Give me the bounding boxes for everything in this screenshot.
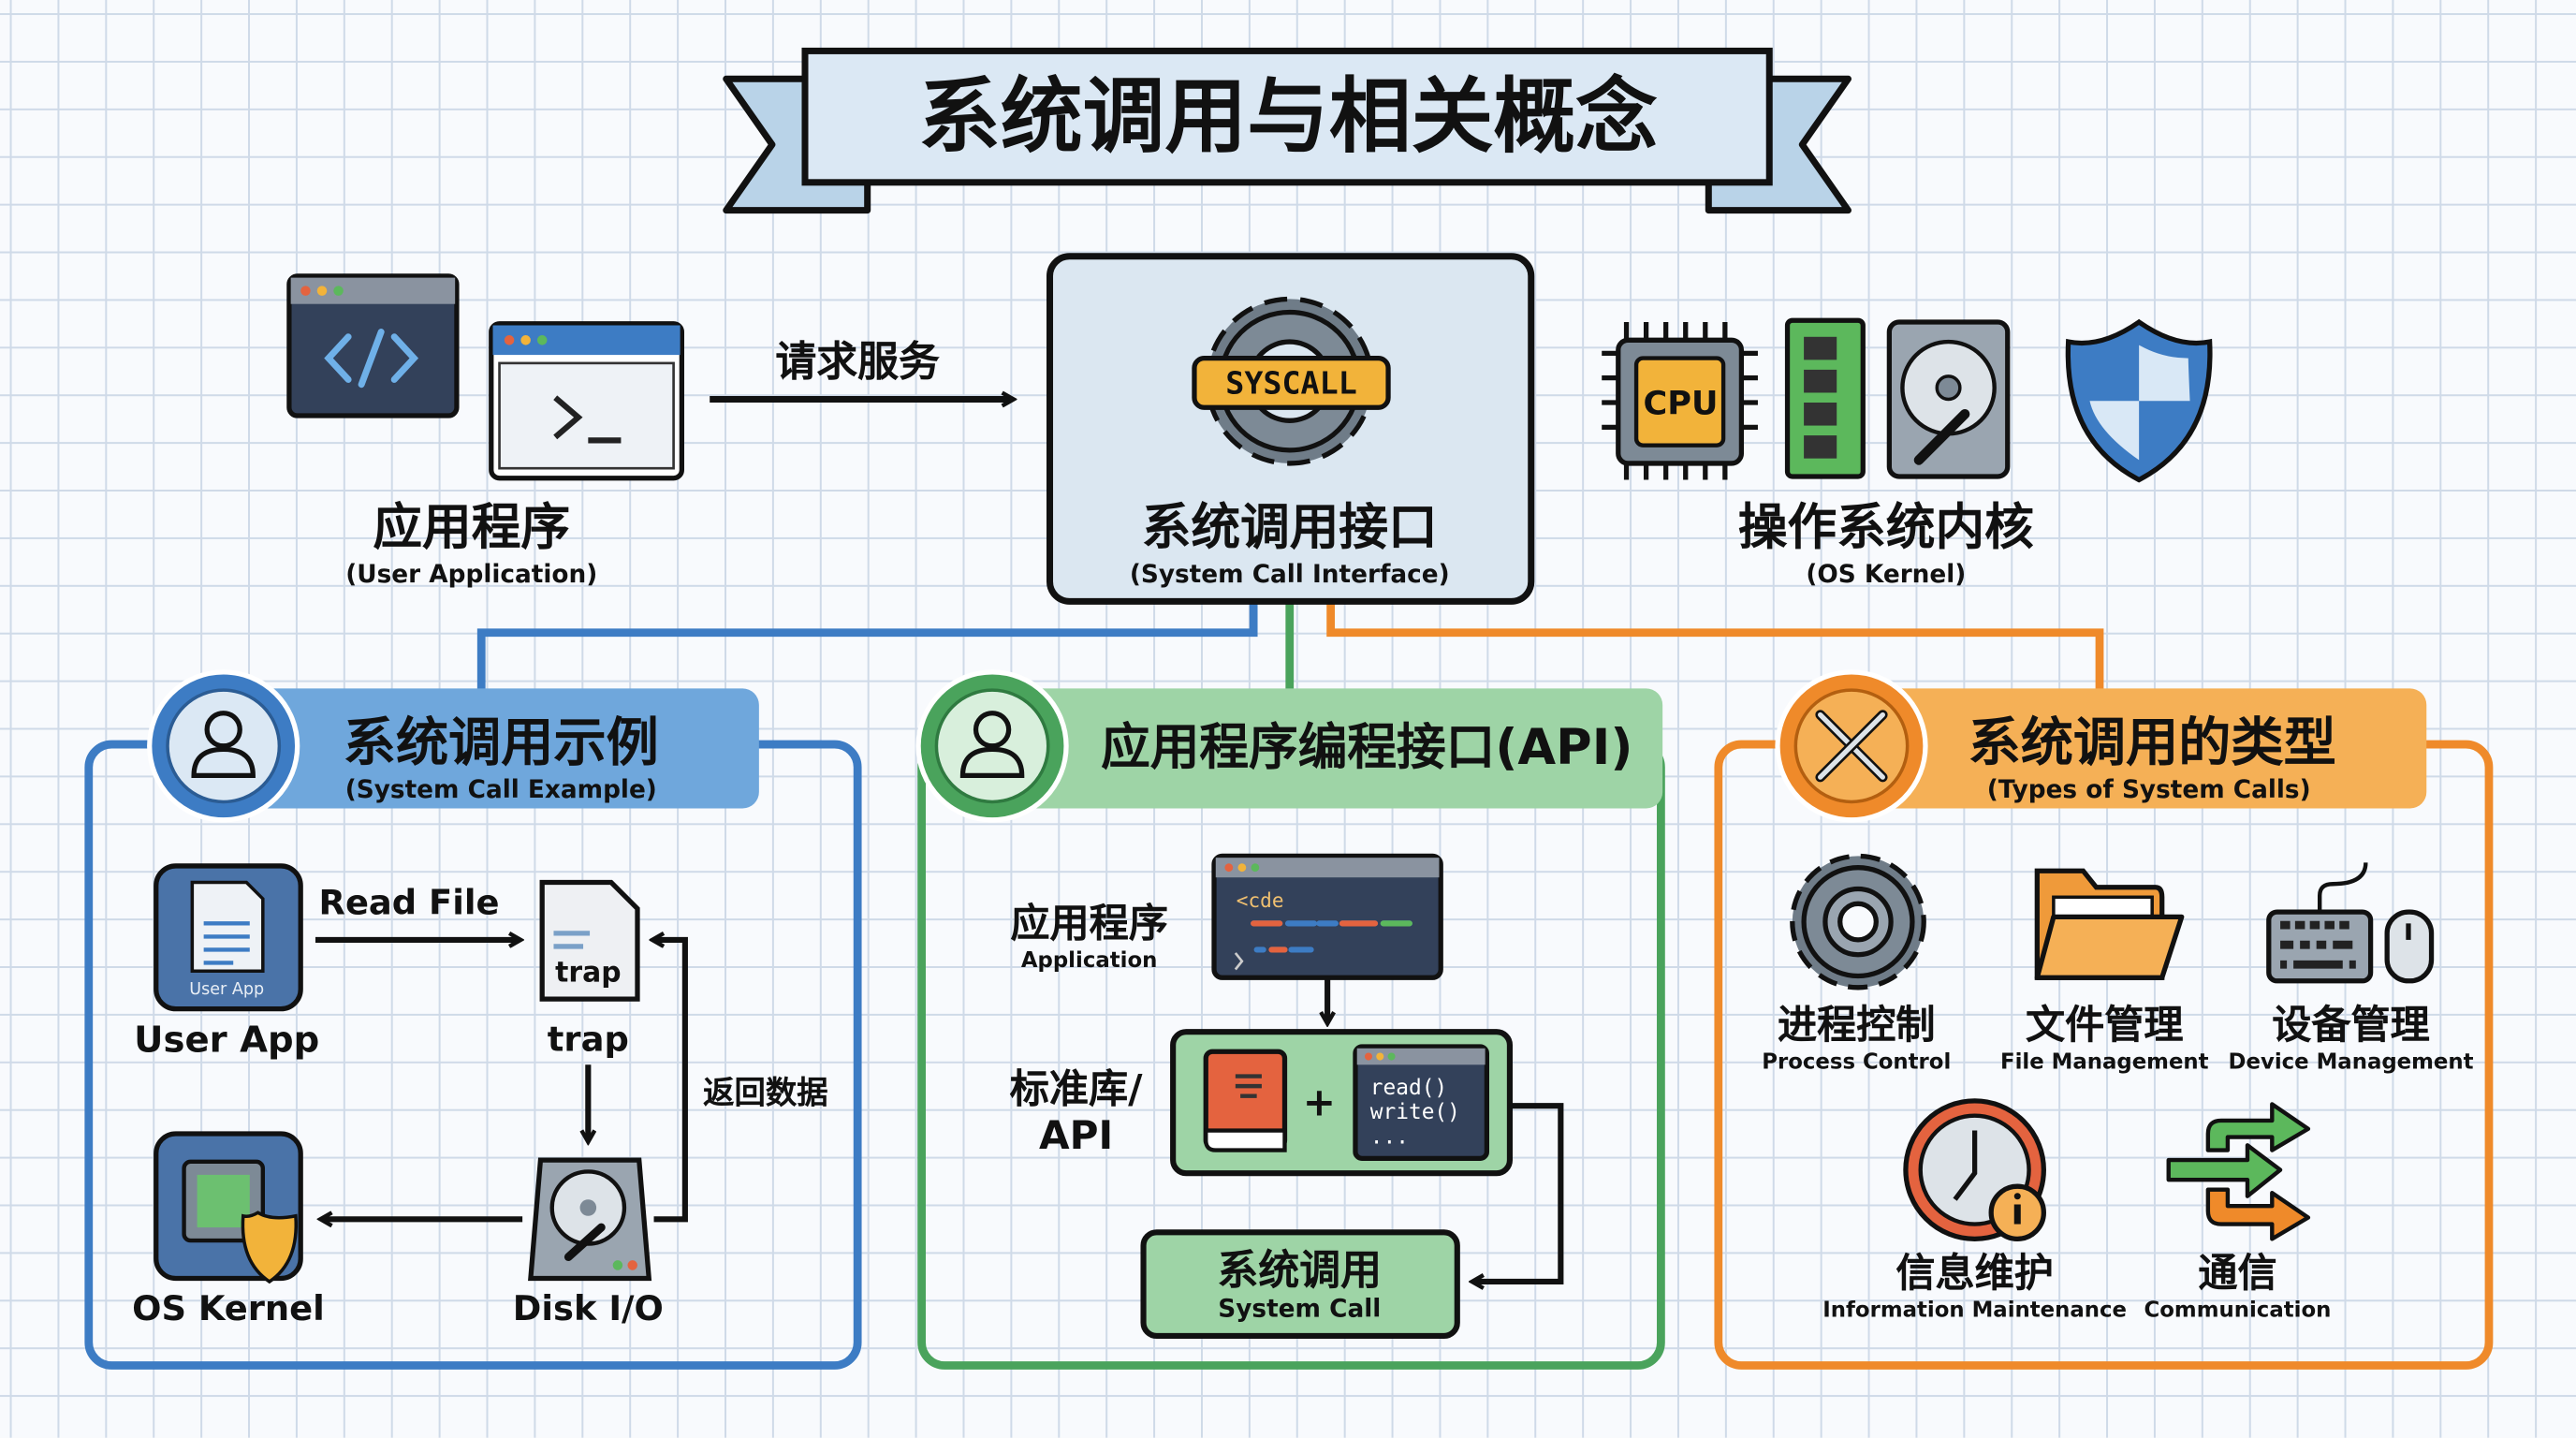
app-sublabel: (User Application) bbox=[345, 559, 598, 590]
book-icon bbox=[1203, 1049, 1288, 1152]
api-code-window-icon bbox=[1353, 1044, 1489, 1161]
system-call-box bbox=[1140, 1229, 1460, 1339]
read-file-label: Read File bbox=[318, 883, 500, 923]
app-label: 应用程序 bbox=[373, 499, 571, 557]
type-device-management: 设备管理 bbox=[2272, 1002, 2430, 1049]
lib-to-syscall-arrow bbox=[1473, 1103, 1564, 1282]
panel-example-header bbox=[183, 688, 759, 809]
panel-api-header bbox=[952, 688, 1663, 809]
more-functions: ... bbox=[1369, 1125, 1409, 1151]
read-function: read() bbox=[1369, 1076, 1448, 1101]
shield-icon bbox=[2065, 318, 2213, 483]
return-data-label: 返回数据 bbox=[703, 1075, 828, 1112]
panel-types-title: 系统调用的类型 bbox=[1968, 711, 2336, 774]
type-communication: 通信 bbox=[2198, 1250, 2277, 1297]
type-information-maintenance: 信息维护 bbox=[1895, 1250, 2054, 1297]
user-app-icon-label: User App bbox=[189, 980, 265, 1000]
page-title: 系统调用与相关概念 bbox=[918, 68, 1658, 165]
disk-io-label: Disk I/O bbox=[512, 1288, 664, 1328]
application-code-window-icon bbox=[1211, 853, 1443, 980]
type-file-management-sub: File Management bbox=[1999, 1050, 2209, 1076]
user-avatar-icon bbox=[915, 669, 1069, 823]
panel-example-title: 系统调用示例 bbox=[343, 711, 659, 774]
hard-drive-icon bbox=[1886, 319, 2011, 479]
api-functions: read() write() ... bbox=[1370, 1077, 1460, 1151]
user-app-label: User App bbox=[134, 1020, 320, 1062]
kernel-label: 操作系统内核 bbox=[1737, 499, 2034, 557]
type-device-management-sub: Device Management bbox=[2228, 1050, 2474, 1076]
connector-types bbox=[1326, 601, 2104, 691]
return-data-arrow bbox=[654, 940, 688, 1223]
cpu-icon bbox=[1602, 321, 1758, 480]
trap-icon-label: trap bbox=[555, 957, 622, 990]
application-label: 应用程序 bbox=[1010, 900, 1168, 946]
keyboard-mouse-icon bbox=[2266, 862, 2435, 984]
trap-label: trap bbox=[547, 1020, 629, 1060]
panel-types-subtitle: (Types of System Calls) bbox=[1986, 774, 2311, 805]
panel-types-header bbox=[1807, 688, 2427, 809]
system-call-sublabel: System Call bbox=[1218, 1294, 1382, 1324]
kernel-sublabel: (OS Kernel) bbox=[1806, 559, 1967, 590]
tools-icon bbox=[1775, 669, 1928, 823]
request-service-label: 请求服务 bbox=[775, 337, 940, 386]
os-kernel-chip-icon bbox=[154, 1131, 303, 1284]
panel-example-subtitle: (System Call Example) bbox=[344, 774, 657, 805]
type-file-management: 文件管理 bbox=[2026, 1002, 2184, 1049]
api-label: API bbox=[1039, 1112, 1114, 1159]
user-app-icon bbox=[154, 863, 303, 1012]
syscall-badge: SYSCALL bbox=[1225, 365, 1357, 403]
process-gear-icon bbox=[1790, 853, 1926, 990]
plus-sign: + bbox=[1302, 1079, 1336, 1126]
title-banner bbox=[723, 47, 1852, 214]
connector-example bbox=[476, 601, 1258, 691]
type-information-maintenance-sub: Information Maintenance bbox=[1822, 1299, 2128, 1324]
interface-label: 系统调用接口 bbox=[1141, 499, 1438, 557]
write-function: write() bbox=[1369, 1100, 1460, 1126]
communication-arrows-icon bbox=[2166, 1102, 2311, 1241]
type-communication-sub: Communication bbox=[2144, 1299, 2332, 1324]
clock-info-icon bbox=[1903, 1098, 2046, 1241]
ram-icon bbox=[1784, 317, 1866, 479]
cpu-label: CPU bbox=[1643, 382, 1719, 423]
user-avatar-icon bbox=[147, 669, 300, 823]
panel-api-title: 应用程序编程接口(API) bbox=[1101, 719, 1633, 778]
disk-drive-icon bbox=[528, 1157, 652, 1282]
type-process-control: 进程控制 bbox=[1778, 1002, 1936, 1049]
code-window-icon bbox=[286, 273, 460, 418]
folder-icon bbox=[2034, 868, 2185, 980]
os-kernel-label: OS Kernel bbox=[132, 1288, 325, 1328]
trap-document-icon bbox=[539, 879, 640, 1002]
system-call-label: 系统调用 bbox=[1217, 1246, 1383, 1295]
interface-sublabel: (System Call Interface) bbox=[1129, 559, 1450, 590]
code-snippet: <cde bbox=[1236, 888, 1284, 913]
gear-icon bbox=[1192, 296, 1391, 466]
stdlib-label: 标准库/ bbox=[1009, 1066, 1143, 1113]
application-sublabel: Application bbox=[1020, 948, 1158, 974]
type-process-control-sub: Process Control bbox=[1762, 1050, 1952, 1076]
terminal-window-icon bbox=[489, 321, 684, 481]
